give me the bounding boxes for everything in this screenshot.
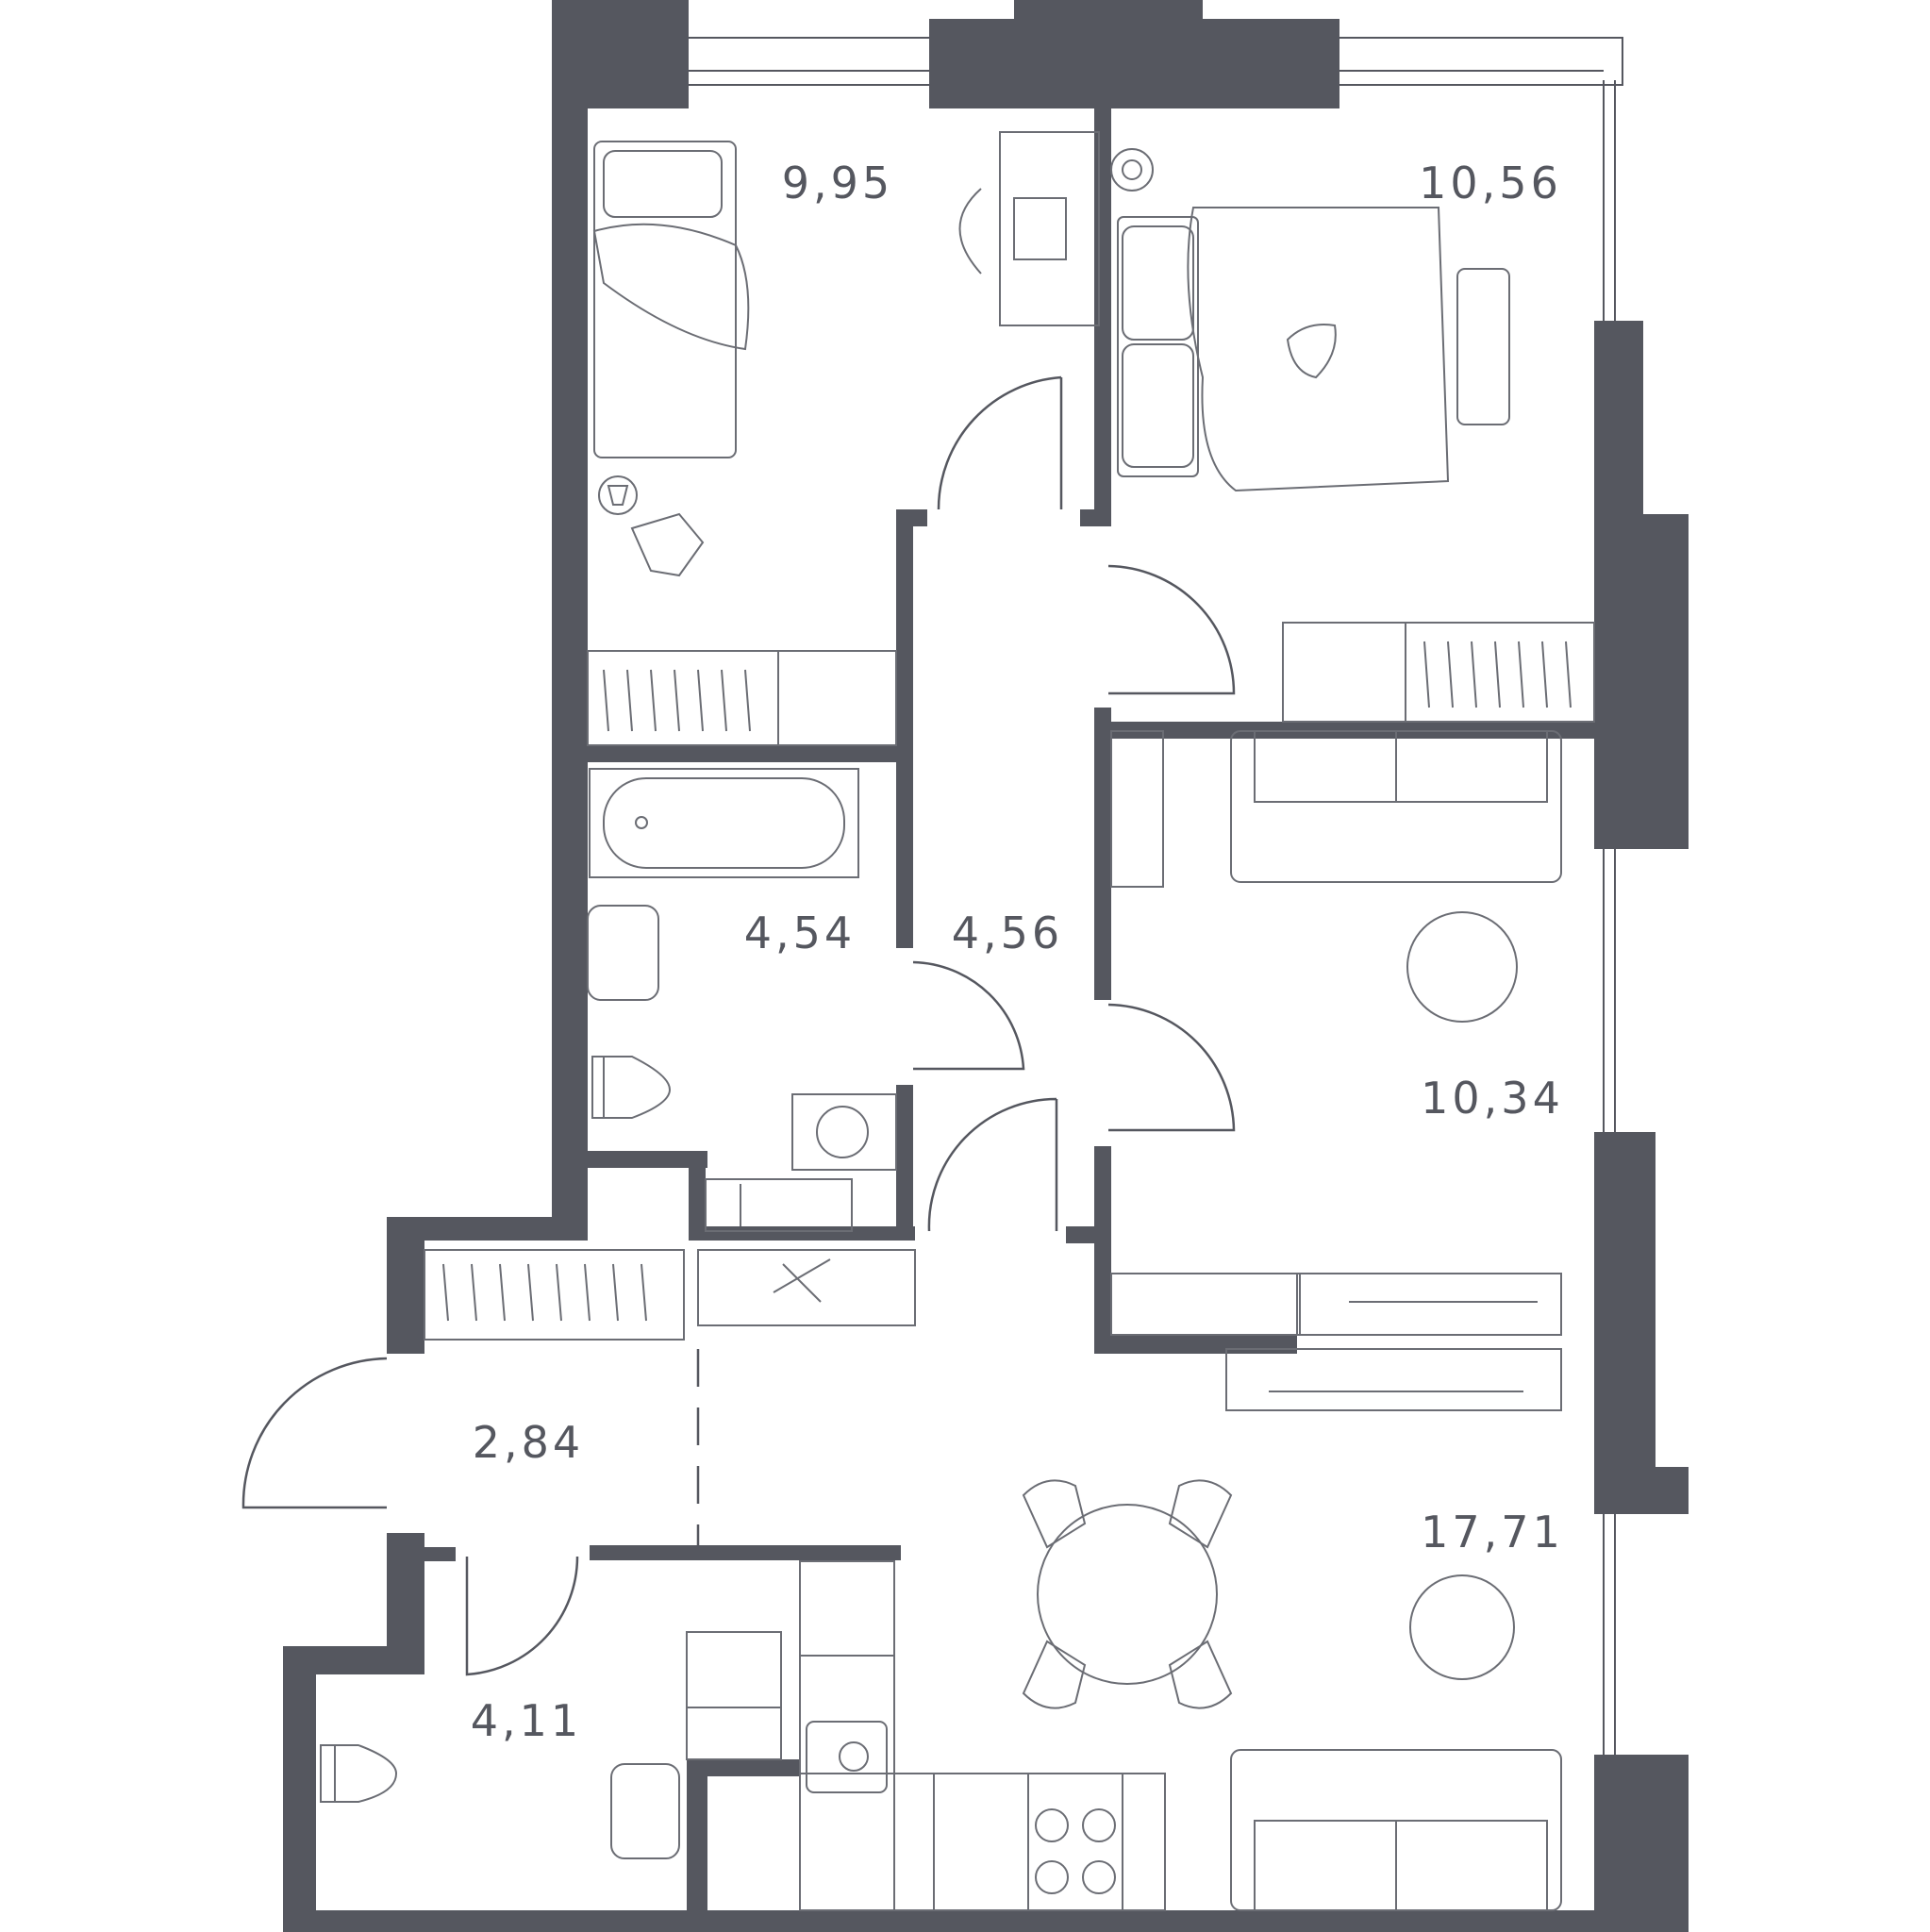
kitchen-counter: [799, 1560, 1166, 1911]
area-corridor: 4,56: [952, 908, 1063, 958]
area-living-room: 10,34: [1421, 1073, 1564, 1124]
area-toilet: 4,11: [471, 1695, 582, 1746]
tv-stand-living-room: [1110, 1273, 1562, 1336]
cooktop: [1035, 1808, 1116, 1894]
wardrobe-hallway: [424, 1249, 685, 1341]
floor-lamp-icon: [1110, 148, 1154, 192]
bookshelf: [1110, 730, 1164, 888]
window-frames: [678, 37, 1623, 1764]
doors: [241, 375, 1236, 1676]
bed-single: [592, 141, 750, 458]
coffee-table-living-room: [1406, 911, 1518, 1023]
wardrobe-bedroom-1: [587, 650, 897, 746]
sink-wc: [610, 1763, 680, 1859]
toilet-wc: [320, 1744, 398, 1803]
cabinet-bathroom: [705, 1178, 853, 1232]
coffee-table-kitchen: [1409, 1574, 1515, 1680]
shoe-cabinet: [697, 1249, 916, 1326]
area-bathroom: 4,54: [744, 908, 856, 958]
ball-icon: [598, 475, 638, 515]
dog-icon: [1286, 324, 1337, 379]
kitchen-sink: [806, 1721, 888, 1793]
sink-bathroom: [587, 905, 659, 1001]
wardrobe-bedroom-2: [1282, 622, 1595, 723]
washing-machine: [791, 1093, 897, 1171]
outer-walls: [283, 0, 1689, 1932]
dining-table: [1022, 1479, 1233, 1709]
bed-double: [1117, 207, 1450, 492]
sofa-living-room: [1230, 730, 1562, 883]
area-kitchen-living: 17,71: [1421, 1507, 1564, 1557]
toy-icon: [630, 512, 705, 577]
bathtub: [589, 768, 859, 878]
fridge-oven: [686, 1631, 782, 1760]
area-hallway: 2,84: [473, 1417, 584, 1468]
desk: [958, 131, 1100, 326]
toilet-bathroom: [591, 1056, 672, 1119]
area-bedroom-1: 9,95: [782, 158, 893, 208]
rug: [1456, 268, 1510, 425]
area-bedroom-2: 10,56: [1419, 158, 1562, 208]
tv-kitchen: [1225, 1348, 1562, 1411]
sofa-kitchen: [1230, 1749, 1562, 1911]
